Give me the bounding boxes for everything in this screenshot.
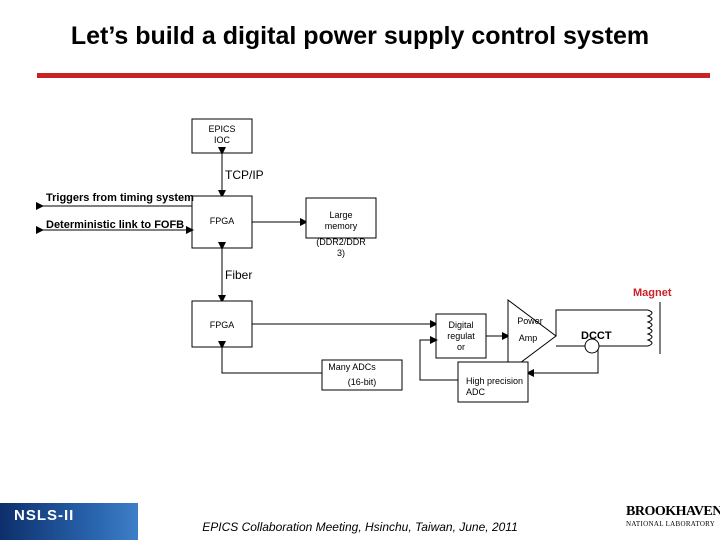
large-memory-label: Large memory [324,210,358,231]
adc-feedback-link [419,336,458,381]
dcct-return-link [597,345,648,358]
fpga-bottom-box [191,300,253,348]
nsls-logo [0,503,138,540]
fiber-label: Fiber [225,268,253,282]
epics-ioc-label: EPICS IOC [208,124,236,145]
many-adcs-label: Many ADCs [328,362,376,372]
brookhaven-logo: BROOKHAVEN [626,504,720,519]
power-amp-label-1: Power [517,316,543,326]
fpga-adc-link [218,341,322,374]
magnet-coil [646,302,661,354]
adc-bits-label: (16-bit) [347,377,377,387]
magnet-label: Magnet [633,287,672,299]
digital-regulator-label: Digital regulat or [447,320,475,352]
large-memory-box [305,197,377,239]
high-precision-adc-box [457,361,529,403]
digital-regulator-box [435,313,487,359]
high-precision-adc-label: High precision ADC [466,376,524,397]
fpga-top-label: FPGA [209,216,235,226]
ddr-label: (DDR2/DDR 3) [316,237,366,258]
power-amp-triangle [507,299,557,373]
fpga-top-box [191,195,253,249]
footer-text: EPICS Collaboration Meeting, Hsinchu, Ta… [202,520,518,534]
page-title: Let’s build a digital power supply contr… [70,22,650,50]
triggers-label: Triggers from timing system [46,192,194,204]
fpga-bottom-label: FPGA [209,320,235,330]
dcct-adc-link [526,350,599,377]
amp-magnet-link [555,309,648,336]
title-divider [37,73,710,78]
deterministic-label: Deterministic link to FOFB [46,219,185,231]
tcpip-label: TCP/IP [225,168,264,182]
dcct-label: DCCT [581,330,612,342]
brookhaven-logo-subtitle: NATIONAL LABORATORY [626,520,716,528]
power-amp-label-2: Amp [518,333,538,343]
nsls-logo-text: NSLS-II [14,507,75,524]
many-adcs-box [321,359,403,391]
